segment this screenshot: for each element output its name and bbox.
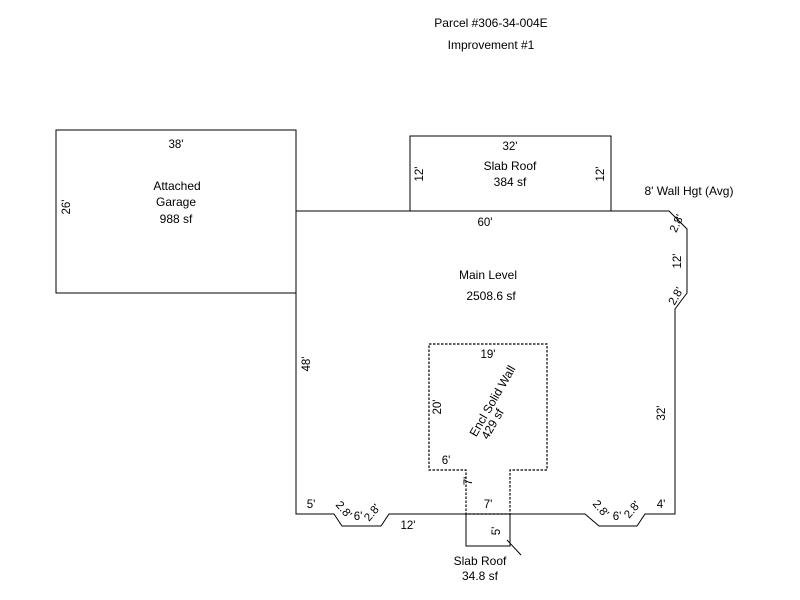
slab-roof-bottom-leader — [506, 539, 522, 556]
main-level-right-upper-dim: 12' — [672, 254, 684, 269]
enclosure-6-dim: 6' — [442, 455, 451, 467]
corner-dim-top-right-1: 2.8' — [668, 213, 687, 235]
bottom-12-dim: 12' — [401, 520, 416, 532]
slab-roof-bottom-outline — [465, 513, 511, 547]
main-level-top-dim: 60' — [478, 217, 493, 229]
bottom-right-4-dim: 4' — [657, 499, 666, 511]
enclosure-7-side-dim: 7' — [463, 477, 475, 486]
main-level-left-dim: 48' — [301, 357, 313, 372]
main-level-name: Main Level — [459, 268, 517, 282]
slab-roof-bottom-area: 34.8 sf — [462, 569, 499, 583]
main-level-right-lower-dim: 32' — [656, 406, 668, 421]
main-level-area: 2508.6 sf — [466, 289, 516, 303]
slab-roof-bottom-name: Slab Roof — [454, 554, 507, 568]
slab-roof-top-width-dim: 32' — [503, 141, 518, 153]
parcel-number: Parcel #306-34-004E — [434, 16, 547, 30]
bottom-left-corner-dim-b: 6' — [354, 511, 363, 523]
main-level-outline — [295, 210, 688, 527]
slab-roof-top-right-dim: 12' — [595, 167, 607, 182]
enclosure-7-bottom-dim: 7' — [484, 499, 493, 511]
garage-width-dim: 38' — [169, 139, 184, 151]
enclosure-top-dim: 19' — [481, 349, 496, 361]
garage-name-line1: Attached — [153, 179, 200, 193]
wall-height-label: 8' Wall Hgt (Avg) — [645, 184, 734, 198]
bottom-right-corner-dim-a: 2.8' — [590, 498, 611, 520]
bottom-left-5-dim: 5' — [307, 499, 316, 511]
slab-roof-bottom-5-dim: 5' — [491, 527, 503, 536]
slab-roof-top-name: Slab Roof — [484, 159, 537, 173]
bottom-right-corner-dim-c: 2.8' — [622, 499, 643, 521]
corner-dim-top-right-2: 2.8' — [667, 286, 686, 308]
bottom-left-corner-dim-c: 2.8' — [362, 502, 383, 524]
slab-roof-top-left-dim: 12' — [414, 167, 426, 182]
improvement-label: Improvement #1 — [448, 38, 535, 52]
bottom-right-corner-dim-b: 6' — [613, 511, 622, 523]
garage-depth-dim: 26' — [61, 200, 73, 215]
garage-name-line2: Garage — [156, 195, 196, 209]
garage-area: 988 sf — [160, 212, 193, 226]
slab-roof-top-area: 384 sf — [494, 175, 527, 189]
enclosure-left-dim: 20' — [432, 400, 444, 415]
